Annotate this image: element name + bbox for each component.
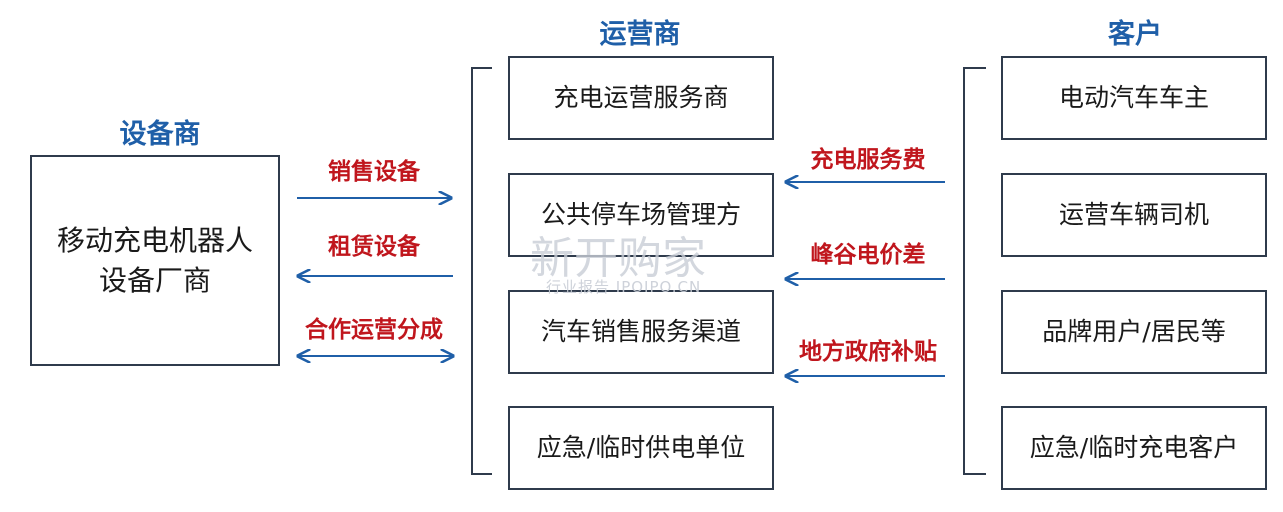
- customer-heading: 客户: [1108, 19, 1162, 50]
- operator-box-emergency-supply: 应急/临时供电单位: [508, 406, 774, 490]
- customer-box-emergency-clients: 应急/临时充电客户: [1001, 406, 1267, 490]
- flow-label-government-subsidy: 地方政府补贴: [799, 339, 937, 365]
- equipment-manufacturer-box: 移动充电机器人 设备厂商: [30, 155, 280, 366]
- operator-heading: 运营商: [599, 19, 681, 50]
- operator-box-auto-sales: 汽车销售服务渠道: [508, 290, 774, 374]
- operator-box-charging-service: 充电运营服务商: [508, 56, 774, 140]
- flow-label-sell-equipment: 销售设备: [328, 159, 420, 185]
- customer-box-brand-residents: 品牌用户/居民等: [1001, 290, 1267, 374]
- equipment-box-line1: 移动充电机器人: [56, 224, 253, 258]
- operator-bracket: [471, 67, 492, 475]
- watermark-subtext: 行业报告 IPOIPO.CN: [546, 278, 702, 296]
- watermark-text: 新开购家: [530, 233, 706, 284]
- equipment-heading: 设备商: [119, 119, 201, 150]
- customer-box-ev-owners: 电动汽车车主: [1001, 56, 1267, 140]
- equipment-box-line2: 设备厂商: [98, 263, 211, 297]
- flow-label-peak-valley-price: 峰谷电价差: [810, 242, 926, 268]
- flow-label-charging-fee: 充电服务费: [810, 147, 926, 173]
- operator-box-parking-manager: 公共停车场管理方: [508, 173, 774, 257]
- flow-label-lease-equipment: 租赁设备: [328, 234, 420, 260]
- customer-box-fleet-drivers: 运营车辆司机: [1001, 173, 1267, 257]
- customer-bracket: [963, 67, 986, 475]
- flow-label-revenue-share: 合作运营分成: [305, 317, 443, 343]
